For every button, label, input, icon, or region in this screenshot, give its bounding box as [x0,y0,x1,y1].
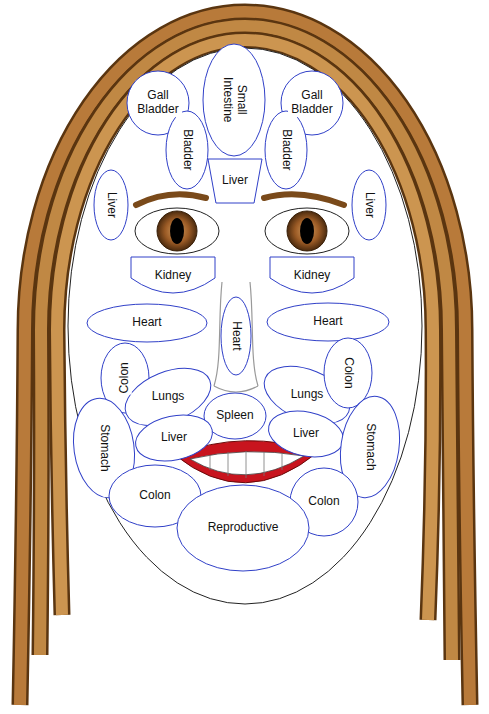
organ-zone: Liver [93,169,129,241]
organ-label: Colon [118,361,132,394]
organ-label: Colon [307,495,340,509]
organ-label: Gall Bladder [288,89,336,117]
organ-label: Bladder [279,128,293,171]
organ-label: Stomach [97,423,111,472]
organ-label: Spleen [215,409,254,423]
organ-label: Lungs [151,390,186,404]
organ-zone: Liver [351,169,387,241]
organ-zone: Small Intestine [202,43,266,157]
nose [214,282,258,392]
organ-zone: Heart [220,296,252,376]
organ-zone: Heart [266,302,390,342]
organ-zone: Liver [207,158,263,204]
organ-label: Heart [312,315,343,329]
organ-label: Kidney [293,269,332,283]
organ-zone: Bladder [165,110,209,190]
organ-label: Heart [229,320,243,351]
hair [20,12,470,705]
organ-label: Small Intestine [220,72,248,128]
organ-zone: Reproductive [176,484,310,572]
organ-label: Lungs [290,388,325,402]
organ-label: Reproductive [207,521,280,535]
organ-label: Bladder [180,128,194,171]
organ-zone: Liver [134,415,214,461]
organ-label: Liver [221,174,249,188]
organ-label: Liver [160,431,188,445]
organ-zone: Lungs [122,371,214,423]
organ-label: Liver [292,427,320,441]
organ-label: Kidney [154,269,193,283]
organ-zone: Liver [267,411,345,457]
organ-label: Heart [131,316,162,330]
organ-label: Colon [138,489,171,503]
organ-zone: Kidney [269,256,355,296]
organ-label: Stomach [363,422,377,471]
organ-zone: Heart [86,303,208,343]
organ-label: Liver [104,191,118,219]
organ-zone: Kidney [130,256,216,296]
organ-label: Colon [341,356,355,389]
organ-label: Liver [362,191,376,219]
organ-zone: Bladder [264,110,308,190]
eyes [135,208,349,254]
organ-label: Gall Bladder [134,89,182,117]
